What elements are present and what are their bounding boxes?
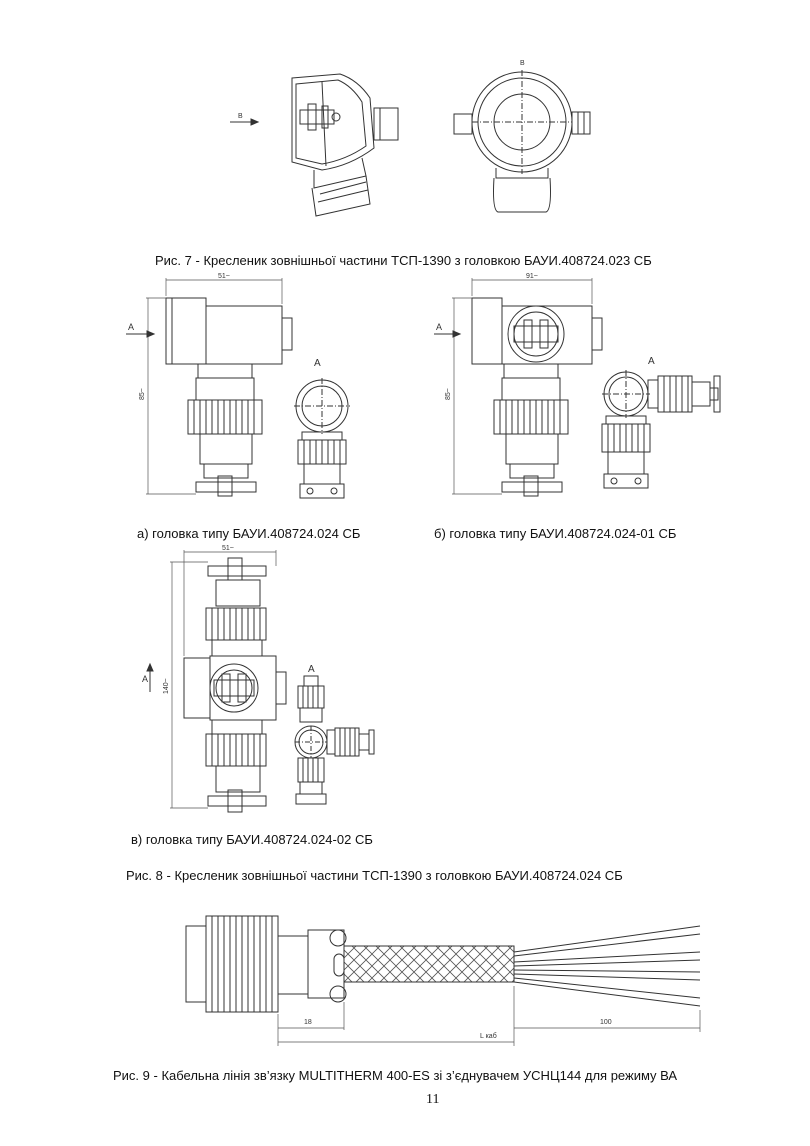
fig7-caption: Рис. 7 - Кресленик зовнішньої частини ТС… <box>155 253 652 268</box>
fig9-caption: Рис. 9 - Кабельна лінія зв’язку MULTITHE… <box>113 1068 678 1083</box>
fig7-top-view-drawing: В <box>452 60 602 220</box>
fig9-dim-d1: 18 <box>304 1019 312 1026</box>
fig9-dim-tail: 100 <box>600 1019 612 1026</box>
fig8b-caption: б) головка типу БАУИ.408724.024-01 СБ <box>434 526 677 541</box>
fig8c-arrow-label: А <box>142 674 148 684</box>
fig8c-view-label: А <box>308 664 315 675</box>
fig8a-caption: а) головка типу БАУИ.408724.024 СБ <box>137 526 361 541</box>
fig9-dim-length: L каб <box>480 1032 497 1040</box>
fig8c-width-dim: 51~ <box>222 545 234 552</box>
fig8c-drawing: 51~ 140~ А А <box>142 545 396 816</box>
fig7-top-view-label: В <box>520 60 525 67</box>
fig8b-width-dim: 91~ <box>526 273 538 280</box>
fig8b-arrow-label: А <box>436 322 442 332</box>
fig9-cable-drawing: 18 L каб 100 <box>180 906 710 1056</box>
fig8b-drawing: 91~ 85~ А А <box>432 273 732 506</box>
fig8b-view-label: А <box>648 356 655 367</box>
fig8a-drawing: 51~ 85~ А А <box>122 273 362 506</box>
fig8a-arrow-label: А <box>128 322 134 332</box>
fig8c-caption: в) головка типу БАУИ.408724.024-02 СБ <box>131 832 373 847</box>
fig8-caption: Рис. 8 - Кресленик зовнішньої частини ТС… <box>126 868 623 883</box>
fig8a-height-dim: 85~ <box>139 388 146 400</box>
fig8a-width-dim: 51~ <box>218 273 230 280</box>
page-number: 11 <box>426 1092 440 1107</box>
fig8b-height-dim: 85~ <box>445 388 452 400</box>
fig7-arrow-label: В <box>238 113 243 120</box>
fig8a-view-label: А <box>314 358 321 369</box>
fig7-side-view-drawing: В <box>230 70 410 220</box>
fig8c-height-dim: 140~ <box>163 678 170 694</box>
